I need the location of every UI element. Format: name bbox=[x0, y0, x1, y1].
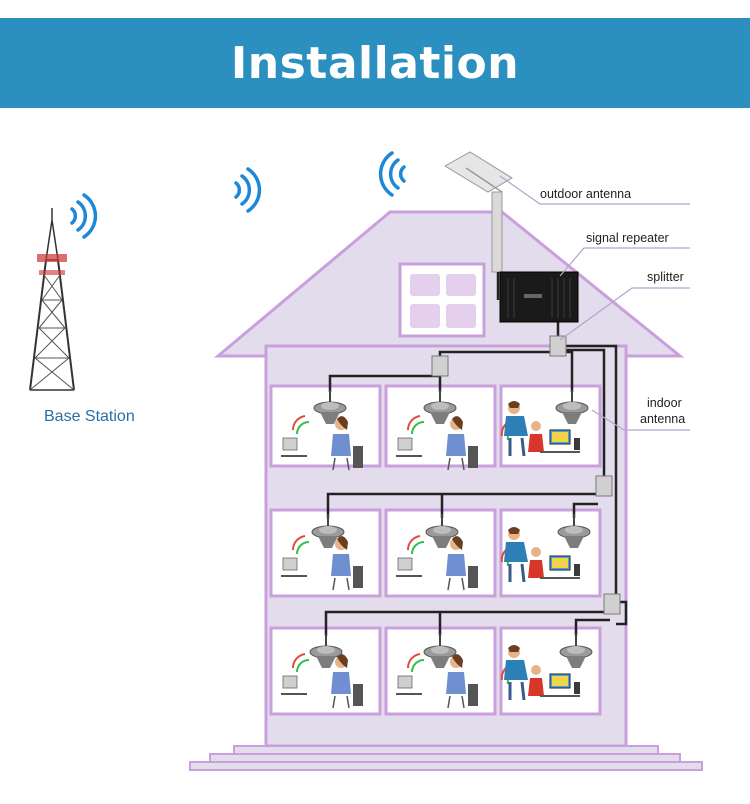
signal-wave-icon bbox=[378, 151, 406, 197]
house bbox=[189, 210, 703, 771]
signal-wave-icon bbox=[234, 167, 262, 213]
base-station-label: Base Station bbox=[44, 408, 135, 425]
repeater-icon bbox=[499, 271, 579, 323]
splitter-label: splitter bbox=[647, 270, 684, 284]
cable bbox=[324, 272, 628, 636]
indoor-antenna-label-line2: antenna bbox=[640, 412, 686, 426]
signal-repeater-label: signal repeater bbox=[586, 231, 669, 245]
indoor-antenna-label-line1: indoor bbox=[647, 396, 682, 410]
splitter-icon bbox=[431, 335, 621, 615]
header-banner: Installation bbox=[0, 18, 750, 108]
leader-lines bbox=[499, 175, 690, 431]
signal-wave-icon bbox=[70, 193, 98, 239]
cell-tower-icon bbox=[29, 207, 75, 391]
page-title: Installation bbox=[230, 37, 520, 89]
outdoor-antenna-label: outdoor antenna bbox=[540, 187, 632, 201]
